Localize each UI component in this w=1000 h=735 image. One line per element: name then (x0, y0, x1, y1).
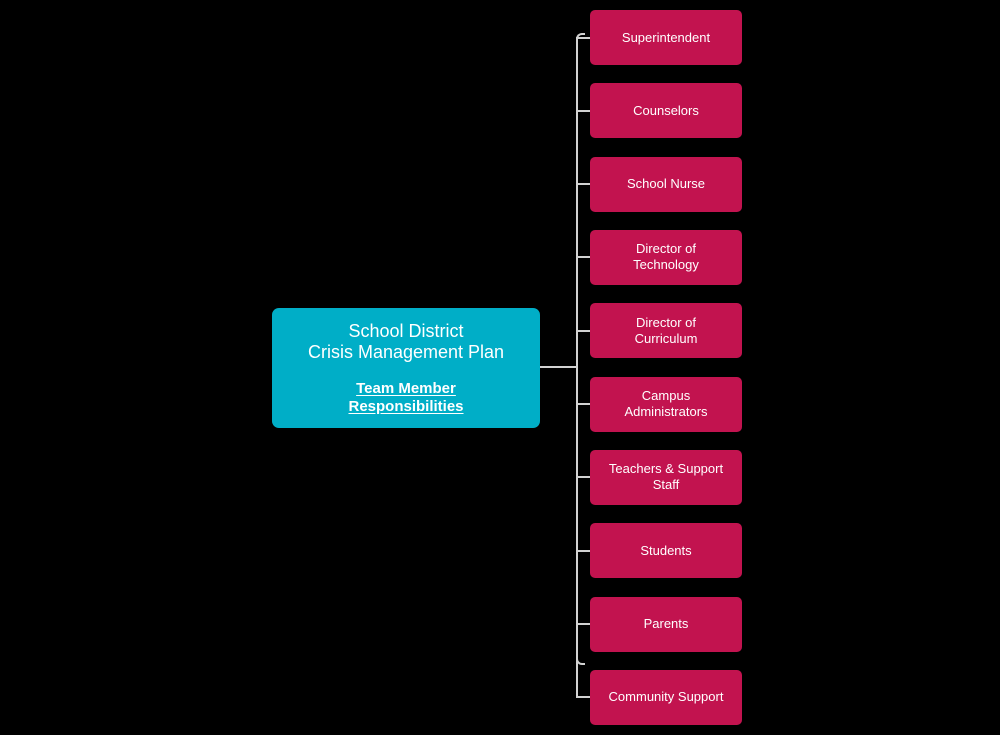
child-node-label: Teachers & Support Staff (608, 461, 724, 493)
child-node[interactable]: Director of Technology (590, 229, 742, 285)
branch-connector (576, 476, 590, 479)
child-node[interactable]: Community Support (590, 669, 742, 725)
branch-connector (576, 329, 590, 332)
root-node-title: School District Crisis Management Plan (307, 320, 505, 362)
child-node[interactable]: Teachers & Support Staff (590, 449, 742, 505)
child-node[interactable]: Students (590, 523, 742, 579)
branch-connector (576, 256, 590, 259)
root-connector (540, 366, 578, 368)
child-node[interactable]: School Nurse (590, 156, 742, 212)
child-node-label: Superintendent (621, 29, 711, 45)
child-node-label: School Nurse (626, 176, 706, 192)
child-node[interactable]: Counselors (590, 83, 742, 139)
root-node-crisis-management-plan[interactable]: School District Crisis Management Plan T… (272, 308, 540, 428)
child-node-label: Director of Technology (633, 241, 699, 273)
child-node-label: Students (640, 542, 692, 558)
child-node-label: Campus Administrators (624, 388, 708, 420)
child-node-label: Director of Curriculum (634, 314, 698, 346)
child-node[interactable]: Campus Administrators (590, 376, 742, 432)
trunk-elbow-bottom (576, 656, 585, 665)
branch-connector (576, 36, 590, 39)
branch-connector (576, 183, 590, 186)
branch-connector (576, 549, 590, 552)
child-node-label: Parents (643, 616, 689, 632)
branch-connector (576, 696, 590, 699)
child-node-label: Counselors (633, 102, 699, 118)
child-node[interactable]: Parents (590, 596, 742, 652)
child-node[interactable]: Superintendent (590, 10, 742, 65)
branch-connector (576, 109, 590, 112)
branch-connector (576, 623, 590, 626)
child-node[interactable]: Director of Curriculum (590, 303, 742, 359)
root-node-subtitle: Team Member Responsibilities (348, 379, 464, 415)
child-node-label: Community Support (608, 689, 724, 705)
branch-connector (576, 403, 590, 406)
